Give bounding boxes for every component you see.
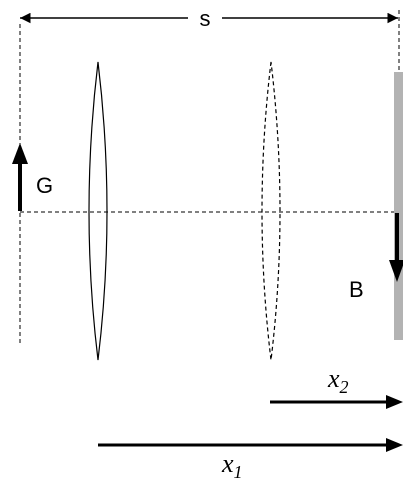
distance-s-dimension: s	[20, 6, 398, 31]
x1-label-sub: 1	[234, 462, 243, 482]
lens-position-2	[261, 61, 281, 361]
x2-label: x2	[327, 364, 349, 397]
x1-arrow	[98, 438, 403, 452]
image-label: B	[349, 277, 364, 302]
x1-label-base: x	[221, 449, 234, 478]
lens-position-1	[88, 61, 108, 361]
object-arrow	[12, 143, 28, 211]
x2-label-sub: 2	[340, 377, 349, 397]
image-arrow	[389, 213, 403, 282]
x2-label-base: x	[327, 364, 340, 393]
distance-s-label: s	[200, 6, 211, 31]
object-label: G	[36, 173, 53, 198]
x2-arrow	[270, 395, 403, 409]
x1-label: x1	[221, 449, 243, 482]
screen	[394, 72, 403, 340]
